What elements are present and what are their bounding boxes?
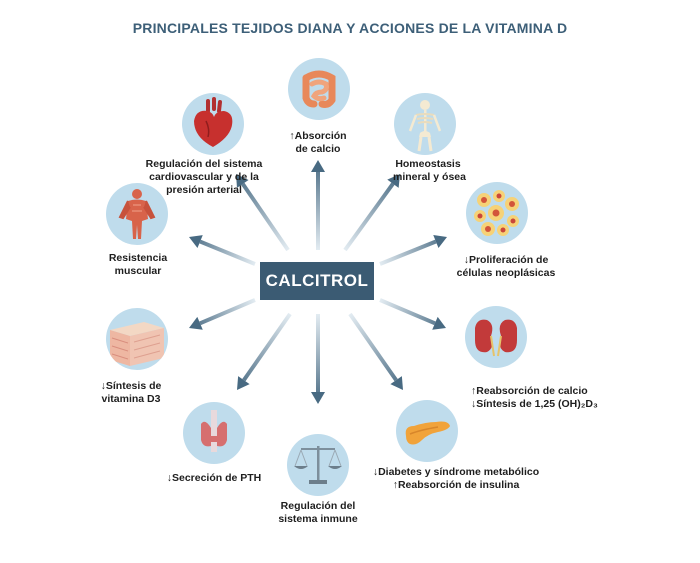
muscle-icon bbox=[106, 183, 168, 245]
arrow-shaft bbox=[348, 312, 398, 382]
arrow-shaft bbox=[199, 239, 256, 266]
intestine-icon bbox=[288, 58, 350, 120]
arrow-shaft bbox=[343, 182, 395, 252]
arrow-head bbox=[432, 316, 446, 330]
arrow-head bbox=[387, 174, 400, 188]
arrow-shaft bbox=[242, 312, 292, 382]
node-label-diabetes: ↓Diabetes y síndrome metabólico↑Reabsorc… bbox=[372, 466, 540, 491]
skeleton-icon bbox=[394, 93, 456, 155]
thyroid-icon bbox=[183, 402, 245, 464]
neoplastic-cells-icon bbox=[466, 182, 528, 244]
arrow-head bbox=[189, 235, 203, 249]
arrow-head bbox=[311, 392, 325, 404]
pancreas-icon bbox=[396, 400, 458, 462]
arrow-shaft bbox=[379, 298, 436, 326]
arrow-head bbox=[433, 234, 447, 248]
calcitrol-center-box: CALCITROL bbox=[260, 262, 374, 300]
skin-icon bbox=[106, 308, 168, 370]
kidney-icon bbox=[465, 306, 527, 368]
arrow-head bbox=[236, 174, 249, 188]
diagram-title: PRINCIPALES TEJIDOS DIANA Y ACCIONES DE … bbox=[132, 20, 568, 36]
arrow-head bbox=[189, 316, 203, 330]
arrow-shaft bbox=[379, 239, 437, 266]
arrow-head bbox=[237, 376, 250, 390]
heart-icon bbox=[182, 93, 244, 155]
arrow-head bbox=[390, 376, 403, 390]
arrow-head bbox=[311, 160, 325, 172]
node-label-reabsorcion: ↑Reabsorción de calcio↓Síntesis de 1,25 … bbox=[471, 385, 598, 410]
arrow-shaft bbox=[199, 298, 256, 326]
balance-scale-icon bbox=[287, 434, 349, 496]
node-label-pth: ↓Secreción de PTH bbox=[166, 472, 262, 484]
arrow-shaft bbox=[241, 182, 290, 252]
